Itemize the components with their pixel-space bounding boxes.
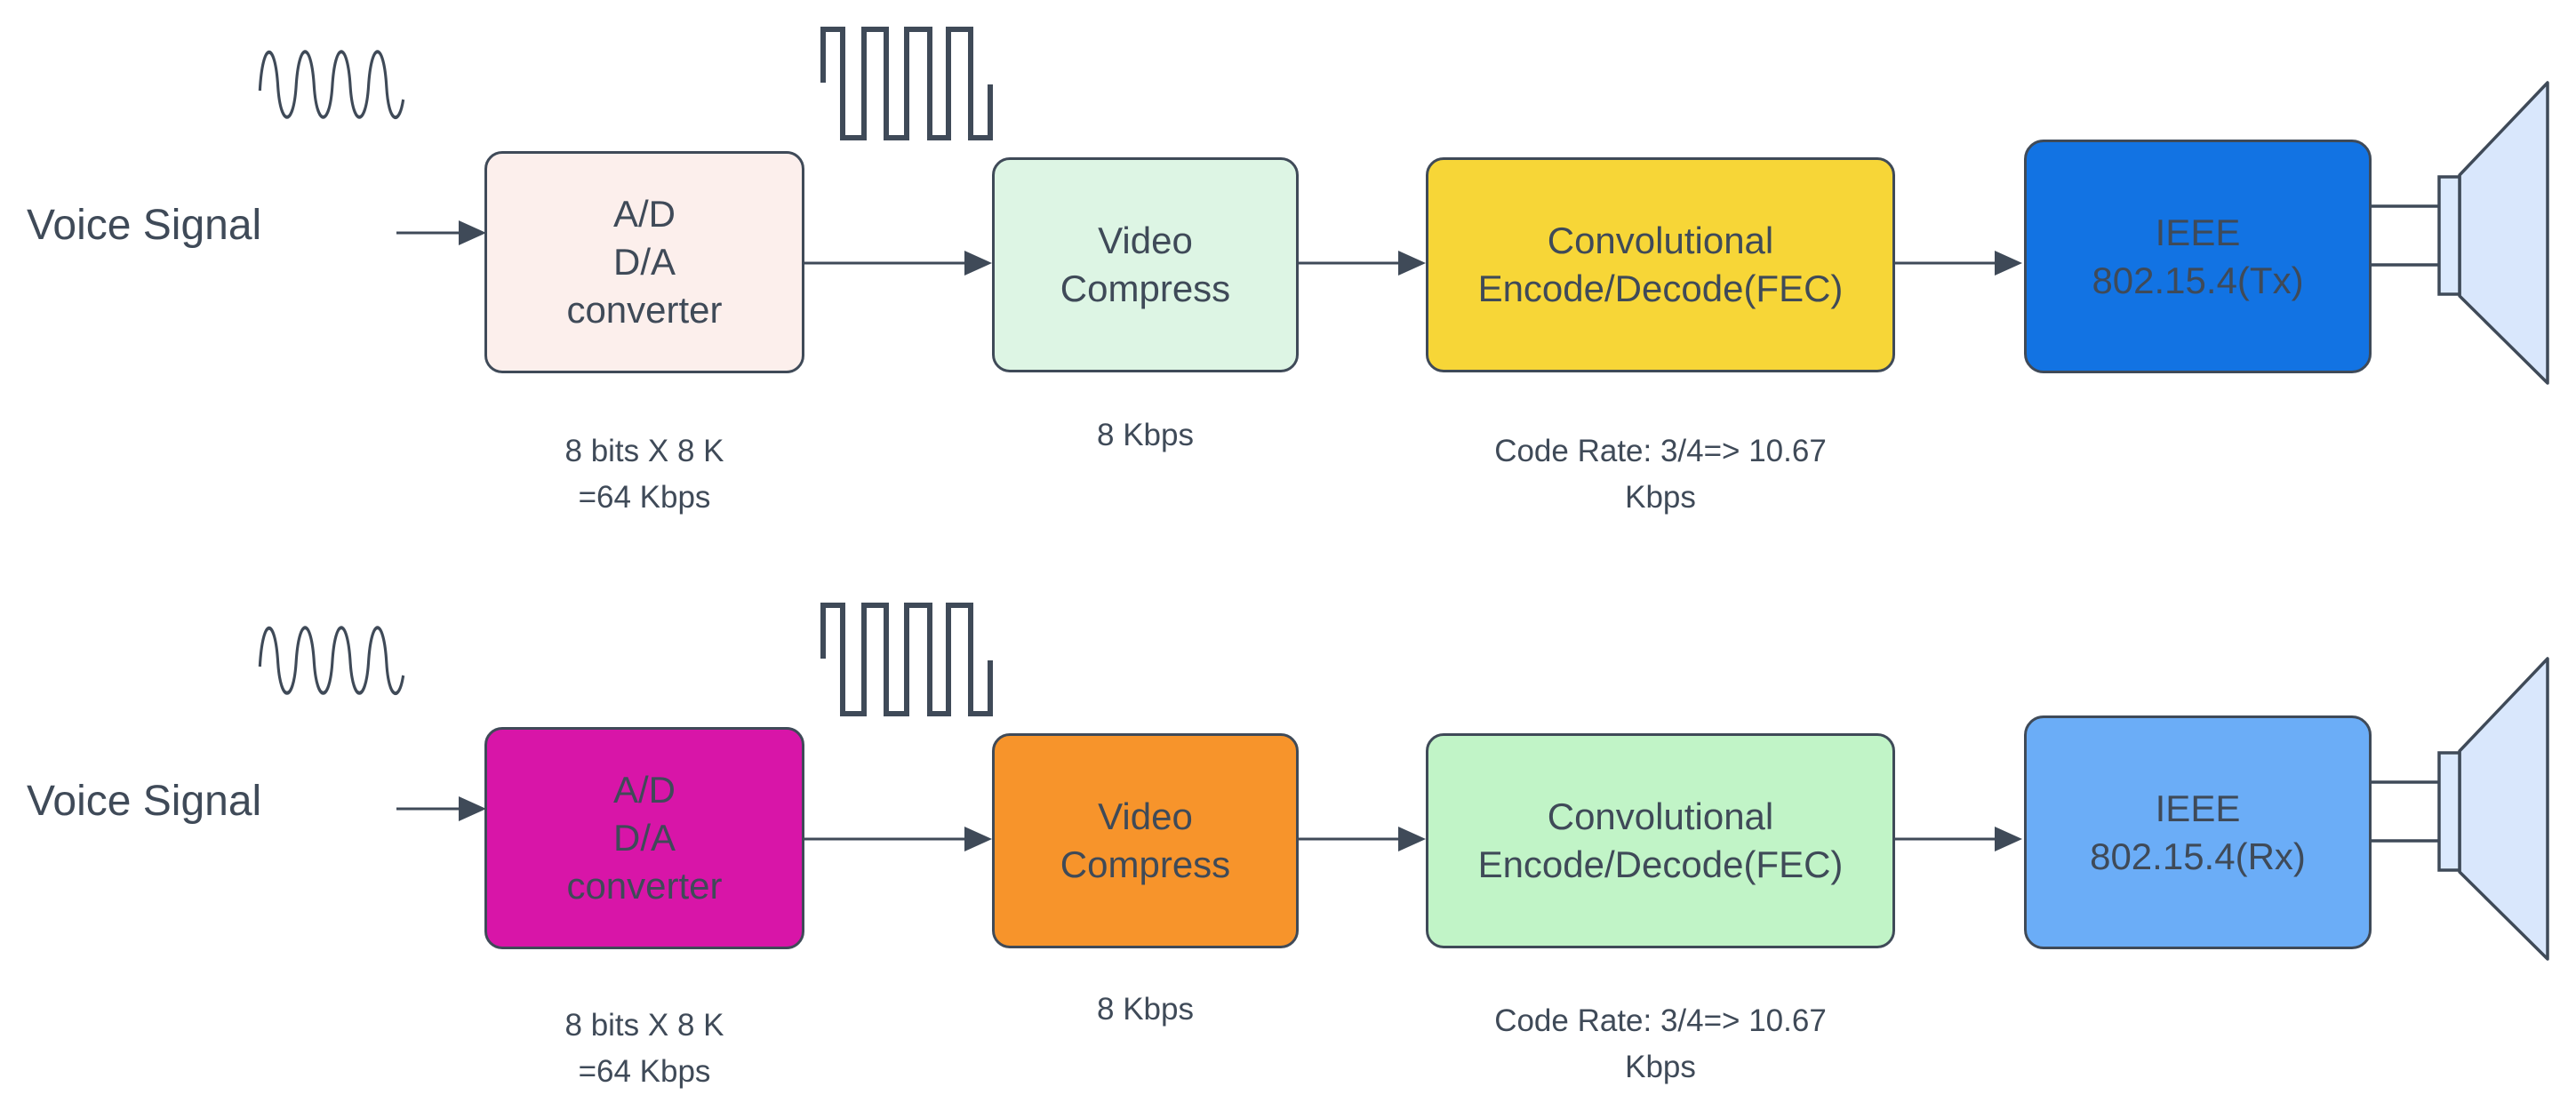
- block-video-compress-tx: Video Compress: [992, 157, 1299, 372]
- block-label-line: IEEE: [2155, 787, 2241, 829]
- block-label-line: Encode/Decode(FEC): [1477, 843, 1844, 885]
- loudspeaker-icon: [2371, 657, 2549, 961]
- connector-arrow: [1299, 251, 1426, 276]
- block-video-compress-rx: Video Compress: [992, 733, 1299, 948]
- block-label-line: converter: [566, 288, 723, 331]
- square-wave-icon: [820, 603, 993, 716]
- block-ad-da-converter-rx: A/D D/A converter: [484, 727, 804, 949]
- block-label-line: A/D: [612, 769, 676, 811]
- connector-arrow: [804, 827, 992, 851]
- caption-convolutional-fec-tx: Code Rate: 3/4=> 10.67 Kbps: [1494, 434, 1827, 515]
- block-label-line: Video: [1098, 795, 1193, 838]
- block-label-line: Compress: [1060, 843, 1231, 885]
- caption-video-compress-rx: 8 Kbps: [1097, 992, 1194, 1027]
- block-label-line: Compress: [1060, 268, 1231, 309]
- block-convolutional-fec-rx: Convolutional Encode/Decode(FEC): [1426, 733, 1895, 948]
- block-label-line: IEEE: [2155, 211, 2241, 253]
- block-label-line: 802.15.4(Tx): [2092, 259, 2304, 301]
- block-ieee-radio-tx: IEEE 802.15.4(Tx): [2024, 140, 2372, 373]
- block-ieee-radio-rx: IEEE 802.15.4(Rx): [2024, 715, 2372, 949]
- connector-arrow: [1895, 251, 2022, 276]
- block-label-line: Convolutional: [1547, 795, 1774, 838]
- connector-arrow: [804, 251, 992, 276]
- block-convolutional-fec-tx: Convolutional Encode/Decode(FEC): [1426, 157, 1895, 372]
- caption-ad-da-rx: 8 bits X 8 K =64 Kbps: [564, 1008, 724, 1089]
- block-label-line: Encode/Decode(FEC): [1477, 268, 1844, 309]
- block-label-line: D/A: [612, 817, 676, 859]
- block-label-line: Convolutional: [1547, 220, 1774, 262]
- voice-input-arrow: [396, 220, 486, 245]
- block-label-line: 802.15.4(Rx): [2090, 835, 2306, 877]
- voice-input-arrow: [396, 796, 486, 821]
- caption-convolutional-fec-rx: Code Rate: 3/4=> 10.67 Kbps: [1494, 1003, 1827, 1084]
- block-label-line: A/D: [612, 193, 676, 236]
- sine-wave-icon: [258, 50, 405, 120]
- loudspeaker-icon: [2371, 81, 2549, 385]
- block-label-line: D/A: [612, 241, 676, 284]
- voice-signal-label: Voice Signal: [27, 202, 262, 249]
- tx-chain: Voice Signal A/D D/A converter 8 bits X …: [0, 0, 2576, 527]
- rx-chain: Voice Signal A/D D/A converter 8 bits X …: [0, 576, 2576, 1103]
- block-label-line: converter: [566, 864, 723, 907]
- voice-signal-label: Voice Signal: [27, 778, 262, 825]
- connector-arrow: [1895, 827, 2022, 851]
- caption-video-compress-tx: 8 Kbps: [1097, 418, 1194, 452]
- caption-ad-da-tx: 8 bits X 8 K =64 Kbps: [564, 434, 724, 515]
- block-ad-da-converter-tx: A/D D/A converter: [484, 151, 804, 373]
- block-label-line: Video: [1098, 220, 1193, 262]
- connector-arrow: [1299, 827, 1426, 851]
- square-wave-icon: [820, 27, 993, 140]
- sine-wave-icon: [258, 626, 405, 696]
